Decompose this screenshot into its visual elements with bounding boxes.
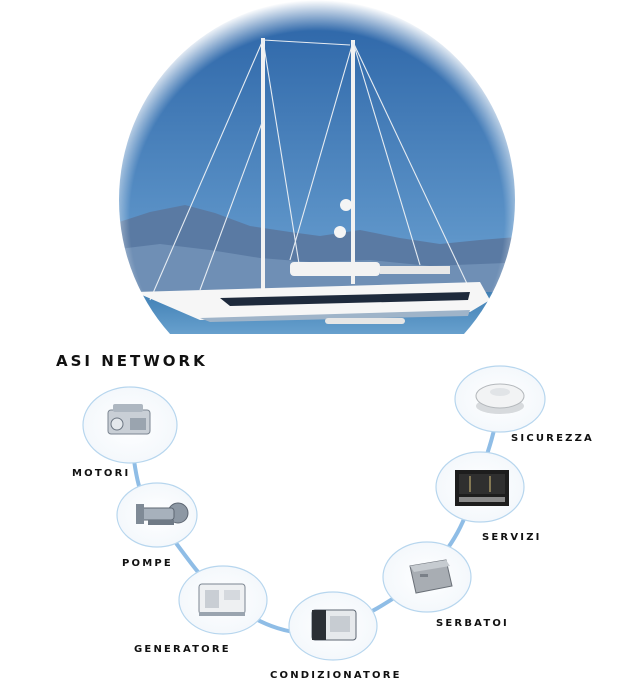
control-panel-icon: [455, 470, 509, 506]
generator-icon: [198, 583, 246, 616]
node-servizi[interactable]: [435, 451, 525, 523]
node-serbatoi[interactable]: [382, 541, 472, 613]
smoke-detector-icon: [475, 383, 525, 414]
node-generatore[interactable]: [178, 565, 268, 635]
air-conditioner-icon: [311, 609, 357, 641]
label-motori: MOTORI: [72, 468, 131, 479]
engine-icon: [107, 404, 151, 435]
label-servizi: SERVIZI: [482, 532, 542, 543]
label-generatore: GENERATORE: [134, 644, 231, 655]
label-serbatoi: SERBATOI: [436, 618, 509, 629]
node-sicurezza[interactable]: [454, 365, 546, 433]
label-pompe: POMPE: [122, 558, 173, 569]
label-condizionatore: CONDIZIONATORE: [270, 670, 402, 681]
diagram-title: ASI NETWORK: [56, 352, 208, 370]
tank-icon: [409, 559, 453, 594]
node-pompe[interactable]: [116, 482, 198, 548]
yacht-photo: [110, 0, 530, 342]
node-motori[interactable]: [82, 386, 178, 464]
node-condizionatore[interactable]: [288, 591, 378, 661]
pump-icon: [136, 502, 189, 525]
label-sicurezza: SICUREZZA: [511, 433, 594, 444]
